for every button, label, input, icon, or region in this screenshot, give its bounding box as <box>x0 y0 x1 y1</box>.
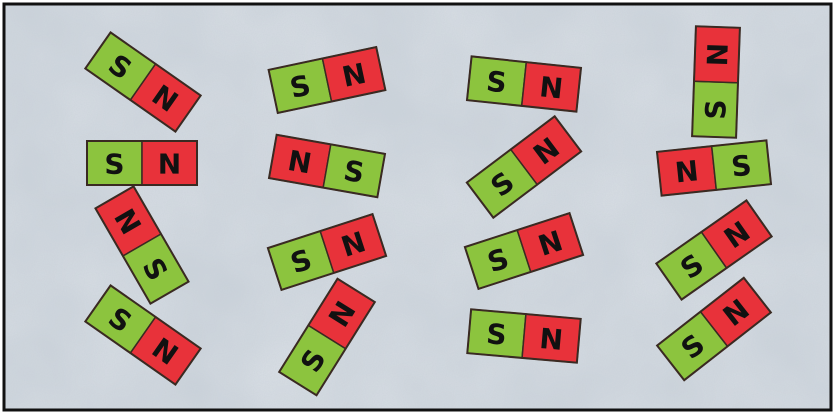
north-pole-label: N <box>673 154 700 189</box>
south-pole-label: S <box>104 148 124 181</box>
north-pole-label: N <box>538 70 565 105</box>
north-pole-label: N <box>538 322 564 357</box>
south-pole-label: S <box>485 317 508 352</box>
south-pole-label: S <box>730 149 754 184</box>
south-pole-label: S <box>699 99 733 120</box>
north-pole-label: N <box>701 42 735 67</box>
north-pole-label: N <box>158 148 181 181</box>
bar-magnet: SN <box>692 26 740 137</box>
south-pole-label: S <box>485 65 509 100</box>
